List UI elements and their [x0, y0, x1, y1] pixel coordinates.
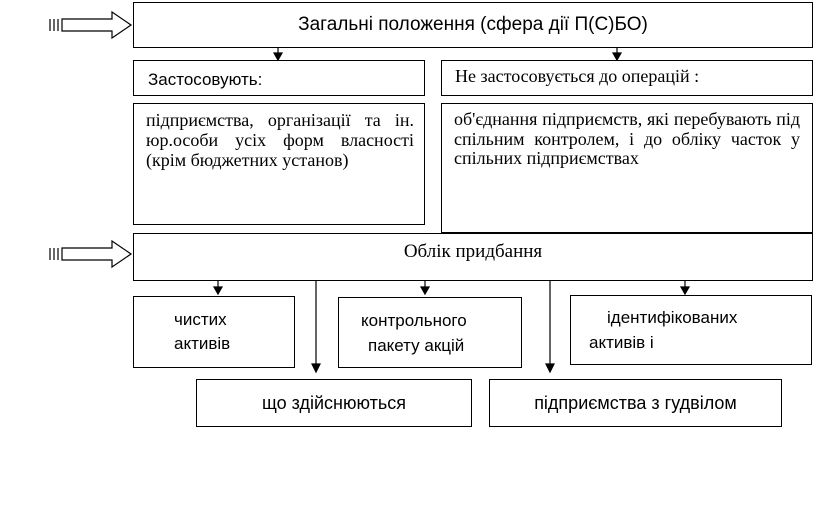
controlling-stake-line-1: контрольного [361, 311, 467, 330]
applies-label: Застосовують: [148, 70, 263, 89]
identified-assets-line-2: активів і [589, 333, 654, 352]
net-assets-line-1: чистих [174, 310, 227, 329]
arrow-head-icon [272, 52, 284, 62]
acquisition-accounting-box: Облік придбання [133, 233, 813, 281]
arrow-head-icon [611, 52, 623, 62]
not-applies-text: об'єднання підприємств, які перебувають … [454, 109, 800, 168]
not-applies-text-box: об'єднання підприємств, які перебувають … [441, 103, 813, 233]
pointer-arrow-icon [49, 10, 133, 40]
goodwill-box: підприємства з гудвілом [489, 379, 782, 427]
controlling-stake-line-2: пакету акцій [368, 336, 465, 355]
arrow-head-icon [311, 363, 321, 374]
arrow-head-icon [545, 363, 555, 374]
goodwill-label: підприємства з гудвілом [534, 392, 737, 413]
net-assets-line-2: активів [174, 334, 231, 353]
applies-text: підприємства, організації та ін. юр.особ… [146, 110, 414, 170]
applies-label-box: Застосовують: [133, 60, 425, 96]
performed-box: що здійснюються [196, 379, 472, 427]
applies-text-box: підприємства, організації та ін. юр.особ… [133, 103, 425, 225]
arrow-head-icon [419, 286, 431, 296]
pointer-arrow-icon [49, 239, 133, 269]
acquisition-accounting-label: Облік придбання [403, 241, 543, 262]
identified-assets-box: ідентифікованих активів і [570, 295, 812, 365]
general-provisions-box: Загальні положення (сфера дії П(С)БО) [133, 2, 813, 48]
arrow-head-icon [212, 286, 224, 296]
not-applies-label: Не застосовується до операцій : [455, 66, 700, 86]
general-provisions-title: Загальні положення (сфера дії П(С)БО) [298, 14, 648, 35]
identified-assets-line-1: ідентифікованих [607, 308, 738, 327]
controlling-stake-box: контрольного пакету акцій [338, 297, 522, 368]
arrow-head-icon [679, 286, 691, 296]
performed-label: що здійснюються [262, 392, 406, 413]
not-applies-label-box: Не застосовується до операцій : [441, 60, 813, 96]
net-assets-box: чистих активів [133, 296, 295, 368]
